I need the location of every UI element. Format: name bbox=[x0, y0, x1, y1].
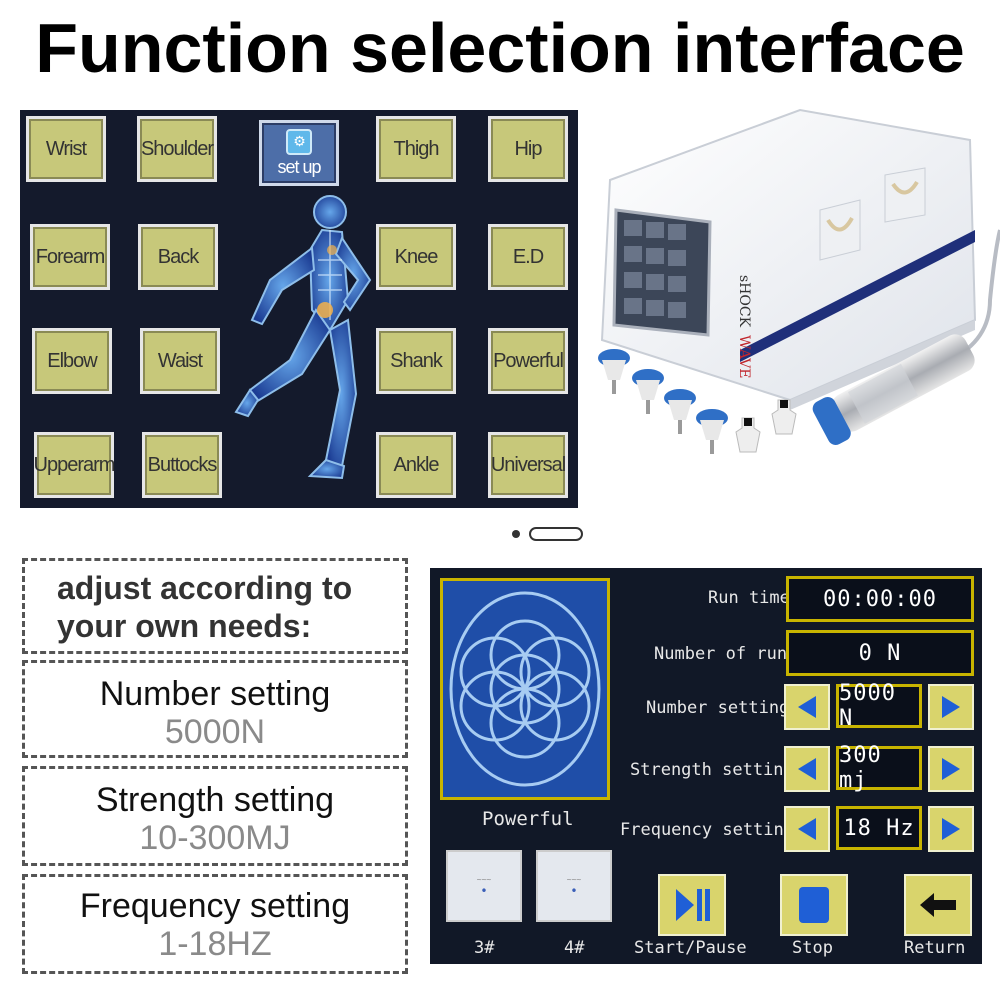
shank-button[interactable]: Shank bbox=[376, 328, 456, 394]
thigh-button[interactable]: Thigh bbox=[376, 116, 456, 182]
handpiece bbox=[812, 334, 975, 445]
return-label: Return bbox=[904, 938, 966, 958]
strength-decrease-button[interactable] bbox=[784, 746, 830, 792]
stop-button[interactable] bbox=[780, 874, 848, 936]
device-brand-wave: WAVE bbox=[736, 335, 752, 378]
waist-button[interactable]: Waist bbox=[140, 328, 220, 394]
frequency-setting-screen-label: Frequency setting bbox=[620, 820, 794, 840]
head-4-label: 4# bbox=[564, 938, 585, 958]
intro-line-2: your own needs: bbox=[57, 608, 312, 644]
strength-setting-label: Strength setting bbox=[95, 781, 335, 819]
intro-box: adjust according to your own needs: bbox=[22, 558, 408, 654]
cable bbox=[949, 229, 1000, 362]
head-3-dot: • bbox=[480, 883, 488, 898]
number-setting-screen-label: Number setting bbox=[646, 698, 790, 718]
run-time-value: 00:00:00 bbox=[786, 576, 974, 622]
strength-setting-screen-label: Strength setting bbox=[630, 760, 794, 780]
number-increase-button[interactable] bbox=[928, 684, 974, 730]
forearm-button[interactable]: Forearm bbox=[30, 224, 110, 290]
wrist-button[interactable]: Wrist bbox=[26, 116, 106, 182]
mode-name: Powerful bbox=[482, 808, 574, 830]
head-4-thumbnail[interactable]: ~~~• bbox=[536, 850, 612, 922]
shockwave-device-photo: sHOCK WAVE bbox=[598, 108, 1000, 454]
carousel-dot-inactive bbox=[529, 527, 583, 541]
frequency-setting-label: Frequency setting bbox=[79, 887, 351, 925]
setup-label: set up bbox=[277, 156, 321, 177]
ed-button[interactable]: E.D bbox=[488, 224, 568, 290]
right-arrow-icon bbox=[942, 696, 960, 718]
number-decrease-button[interactable] bbox=[784, 684, 830, 730]
start-pause-button[interactable] bbox=[658, 874, 726, 936]
running-figure-illustration bbox=[234, 195, 372, 480]
frequency-setting-value: 1-18HZ bbox=[158, 925, 272, 963]
mode-image bbox=[440, 578, 610, 800]
frequency-increase-button[interactable] bbox=[928, 806, 974, 852]
return-button[interactable] bbox=[904, 874, 972, 936]
runs-value: 0 N bbox=[786, 630, 974, 676]
frequency-setting-screen-value: 18 Hz bbox=[836, 806, 922, 850]
universal-button[interactable]: Universal bbox=[488, 432, 568, 498]
play-pause-icon bbox=[676, 889, 710, 921]
function-selection-screen: Wrist Shoulder ⚙ set up Thigh Hip Forear… bbox=[20, 110, 578, 508]
knee-button[interactable]: Knee bbox=[376, 224, 456, 290]
hip-button[interactable]: Hip bbox=[488, 116, 568, 182]
device-brand-shock: sHOCK bbox=[736, 275, 752, 328]
strength-setting-screen-value: 300 mj bbox=[836, 743, 922, 793]
flower-pattern-image bbox=[443, 581, 607, 797]
upperarm-button[interactable]: Upperarm bbox=[34, 432, 115, 498]
left-arrow-icon bbox=[798, 758, 816, 780]
number-setting-value: 5000N bbox=[164, 713, 266, 751]
carousel-indicator[interactable] bbox=[510, 526, 586, 542]
head-3-label: 3# bbox=[474, 938, 495, 958]
left-arrow-icon bbox=[798, 818, 816, 840]
head-3-thumbnail[interactable]: ~~~• bbox=[446, 850, 522, 922]
intro-line-1: adjust according to bbox=[57, 570, 353, 606]
ankle-button[interactable]: Ankle bbox=[376, 432, 456, 498]
powerful-button[interactable]: Powerful bbox=[488, 328, 568, 394]
return-arrow-icon bbox=[920, 893, 956, 917]
parameter-screen: Powerful Run time 00:00:00 Number of run… bbox=[430, 568, 982, 964]
frequency-setting-box: Frequency setting 1-18HZ bbox=[22, 874, 408, 974]
number-setting-label: Number setting bbox=[99, 675, 331, 713]
buttocks-button[interactable]: Buttocks bbox=[142, 432, 222, 498]
hip-highlight bbox=[317, 302, 333, 318]
strength-increase-button[interactable] bbox=[928, 746, 974, 792]
shoulder-button[interactable]: Shoulder bbox=[137, 116, 217, 182]
right-arrow-icon bbox=[942, 818, 960, 840]
shoulder-highlight bbox=[327, 245, 337, 255]
runs-label: Number of runs bbox=[654, 644, 798, 664]
head-4-dot: • bbox=[570, 883, 578, 898]
transmitter-heads bbox=[598, 349, 797, 454]
stop-label: Stop bbox=[792, 938, 833, 958]
elbow-button[interactable]: Elbow bbox=[32, 328, 112, 394]
run-time-label: Run time bbox=[708, 588, 790, 608]
settings-icon: ⚙ bbox=[286, 128, 312, 155]
carousel-dot-active bbox=[512, 530, 520, 538]
blue-stripe bbox=[740, 230, 975, 362]
left-arrow-icon bbox=[798, 696, 816, 718]
number-setting-screen-value: 5000 N bbox=[836, 681, 922, 731]
stop-icon bbox=[799, 887, 829, 923]
setup-button[interactable]: ⚙ set up bbox=[259, 120, 339, 186]
page-title: Function selection interface bbox=[35, 9, 965, 87]
strength-setting-box: Strength setting 10-300MJ bbox=[22, 766, 408, 866]
right-arrow-icon bbox=[942, 758, 960, 780]
back-button[interactable]: Back bbox=[138, 224, 218, 290]
frequency-decrease-button[interactable] bbox=[784, 806, 830, 852]
number-setting-box: Number setting 5000N bbox=[22, 660, 408, 758]
strength-setting-value: 10-300MJ bbox=[139, 819, 291, 857]
start-pause-label: Start/Pause bbox=[634, 938, 747, 958]
